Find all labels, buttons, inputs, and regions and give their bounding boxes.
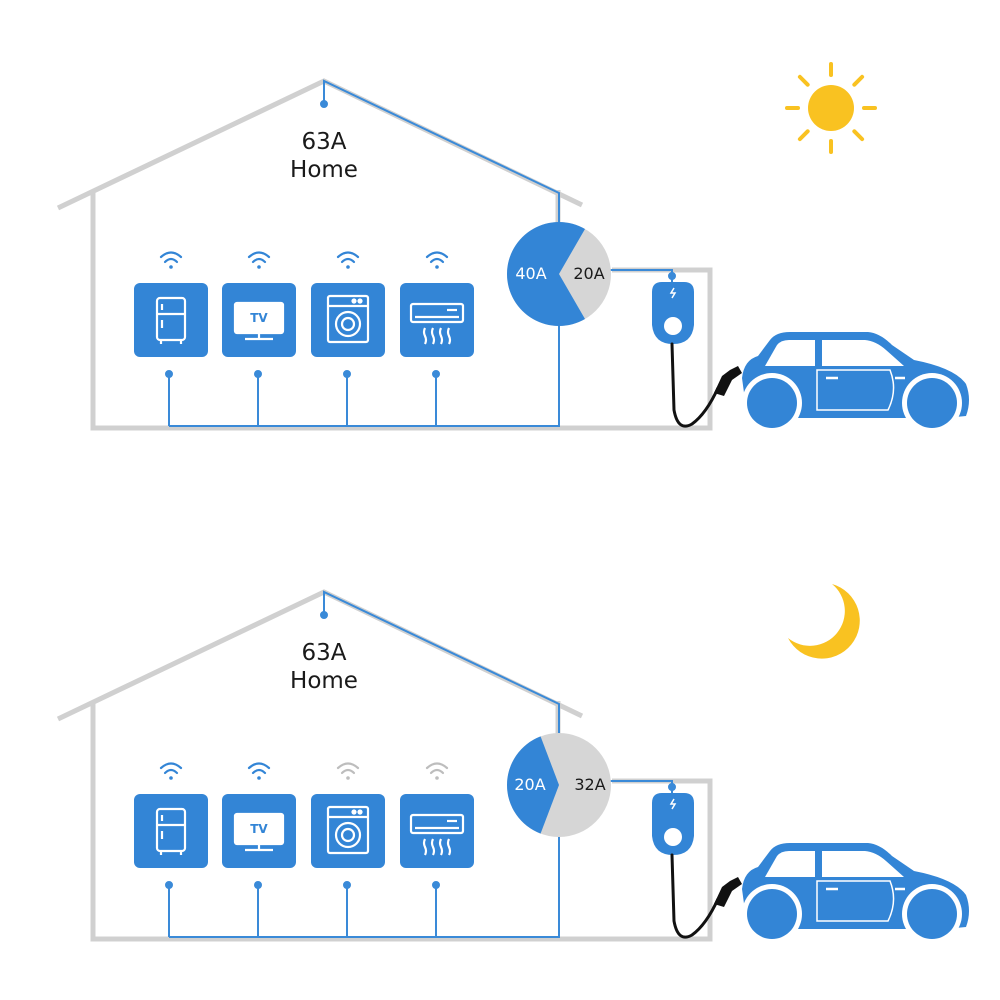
home-share-slice	[507, 221, 585, 327]
wifi-icon	[159, 762, 183, 780]
house-capacity-label: 63A	[301, 640, 347, 666]
washer-tile	[311, 794, 385, 868]
power-wiring	[165, 79, 676, 427]
power-wiring	[165, 590, 676, 938]
tv-tile	[222, 283, 296, 357]
tv-tile	[222, 794, 296, 868]
moon-icon	[788, 584, 860, 659]
air-conditioner-tile	[400, 794, 474, 868]
washer-tile	[311, 283, 385, 357]
wifi-icon	[336, 251, 360, 269]
electric-car-icon	[742, 843, 969, 944]
load-split-pie	[507, 733, 611, 837]
scene-night	[56, 589, 969, 944]
air-conditioner-tile	[400, 283, 474, 357]
scene-day	[56, 78, 969, 433]
ev-amps-label: 32A	[574, 775, 606, 794]
home-amps-label: 20A	[514, 775, 546, 794]
ev-charger-icon	[652, 793, 694, 855]
ev-charger-icon	[652, 282, 694, 344]
house-name-label: Home	[290, 668, 358, 694]
load-split-pie	[507, 221, 611, 327]
wifi-icon	[247, 762, 271, 780]
home-amps-label: 40A	[515, 264, 547, 283]
charging-cable	[670, 853, 742, 939]
fridge-tile	[134, 794, 208, 868]
house-walls	[90, 704, 713, 942]
air-conditioner-icon	[409, 813, 465, 856]
home-share-slice	[507, 736, 559, 834]
wifi-icon	[336, 762, 360, 780]
charging-cable	[670, 342, 742, 428]
washer-icon	[326, 805, 370, 855]
fridge-icon	[155, 807, 187, 855]
tv-icon	[233, 812, 285, 852]
fridge-tile	[134, 283, 208, 357]
washer-icon	[326, 294, 370, 344]
electric-car-icon	[742, 332, 969, 433]
house-walls	[90, 193, 713, 431]
house-name-label: Home	[290, 157, 358, 183]
sun-icon	[785, 62, 877, 154]
wifi-icon	[425, 762, 449, 780]
fridge-icon	[155, 296, 187, 344]
wifi-icon	[425, 251, 449, 269]
tv-screen-label: TV	[250, 822, 268, 836]
air-conditioner-icon	[409, 302, 465, 345]
tv-icon	[233, 301, 285, 341]
wifi-icon	[159, 251, 183, 269]
house-capacity-label: 63A	[301, 129, 347, 155]
ev-amps-label: 20A	[573, 264, 605, 283]
tv-screen-label: TV	[250, 311, 268, 325]
wifi-icon	[247, 251, 271, 269]
